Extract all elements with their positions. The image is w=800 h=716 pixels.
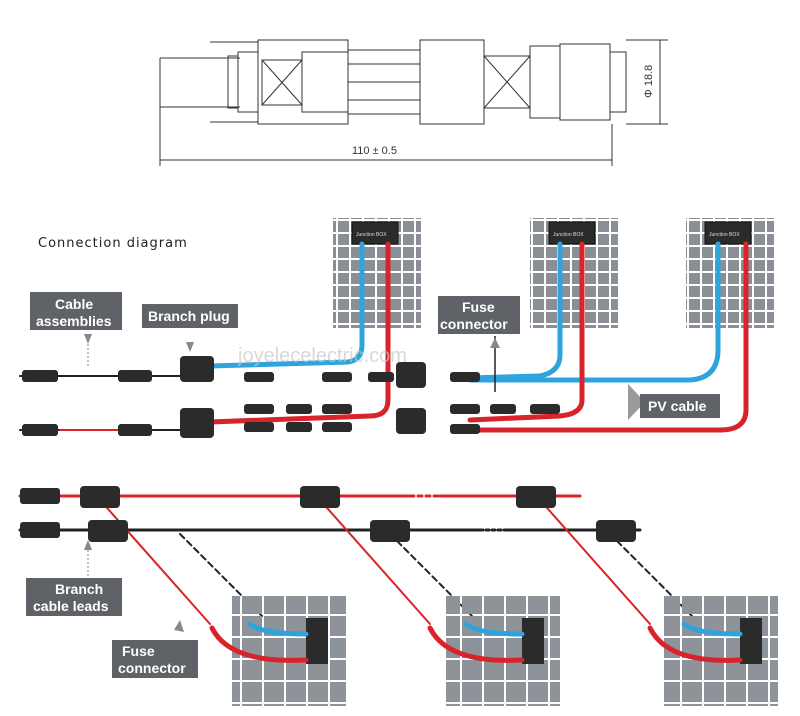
branch-plug	[396, 408, 426, 434]
callout-fuse-bottom-line2: connector	[118, 660, 186, 676]
connector	[22, 370, 58, 382]
connector	[244, 372, 274, 382]
junction-box-label: Junction BOX	[356, 232, 387, 238]
solar-panel-bottom-1	[232, 596, 346, 706]
junction-box-label: Junction BOX	[553, 232, 584, 238]
length-dimension-label: 110 ± 0.5	[352, 145, 397, 157]
connector	[450, 372, 480, 382]
junction-box-2	[548, 221, 596, 245]
connector	[322, 422, 352, 432]
branch-plug	[396, 362, 426, 388]
fuse-inline	[368, 372, 394, 382]
watermark: joyelecelectric.com	[237, 345, 407, 367]
connector	[450, 424, 480, 434]
callout-cable-assemblies: Cable assemblies	[30, 292, 122, 368]
solar-panel-2: Junction BOX	[530, 218, 618, 328]
connector	[244, 422, 274, 432]
junction-box-bottom-1	[306, 618, 328, 664]
branch-plug	[180, 356, 214, 382]
junction-box-label: Junction BOX	[709, 232, 740, 238]
connector	[322, 404, 352, 414]
connector-technical-drawing	[159, 39, 668, 166]
connector	[22, 424, 58, 436]
callout-branch-leads-line1: Branch	[55, 581, 103, 597]
diameter-dimension-label: Φ 18.8	[643, 65, 655, 98]
connector	[450, 404, 480, 414]
callout-branch-leads-line2: cable leads	[33, 598, 109, 614]
top-cabling	[19, 241, 749, 433]
callout-fuse-top-line2: connector	[440, 316, 508, 332]
branch-plug	[180, 408, 214, 438]
diagram-title: Connection diagram	[38, 236, 188, 251]
callout-fuse-connector-bottom: Fuse connector	[112, 620, 198, 678]
callout-pv-cable: PV cable	[628, 384, 720, 420]
callout-cable-assemblies-line2: assemblies	[36, 313, 112, 329]
connector	[118, 370, 152, 382]
junction-box-3	[704, 221, 752, 245]
callout-branch-plug-text: Branch plug	[148, 308, 230, 324]
connector	[244, 404, 274, 414]
connector	[490, 404, 516, 414]
branch-connectors	[20, 486, 636, 542]
callout-fuse-top-line1: Fuse	[462, 299, 495, 315]
connector	[530, 404, 560, 414]
junction-box-bottom-2	[522, 618, 544, 664]
solar-panel-bottom-3	[664, 596, 778, 706]
callout-fuse-bottom-line1: Fuse	[122, 643, 155, 659]
solar-panel-bottom-2	[446, 596, 560, 706]
panel-leads	[209, 621, 743, 663]
solar-panel-3: Junction BOX	[686, 218, 774, 328]
connector	[286, 404, 312, 414]
callout-branch-cable-leads: Branch cable leads	[26, 540, 122, 616]
solar-panel-1: Junction BOX	[333, 218, 421, 328]
callout-branch-plug: Branch plug	[142, 304, 238, 352]
callout-cable-assemblies-line1: Cable	[55, 296, 93, 312]
connector	[322, 372, 352, 382]
callout-fuse-connector-top: Fuse connector	[438, 296, 520, 392]
junction-box-bottom-3	[740, 618, 762, 664]
junction-box-1	[351, 221, 399, 245]
top-connectors	[22, 356, 560, 438]
callout-pv-cable-text: PV cable	[648, 398, 707, 414]
connector	[118, 424, 152, 436]
connector	[286, 422, 312, 432]
